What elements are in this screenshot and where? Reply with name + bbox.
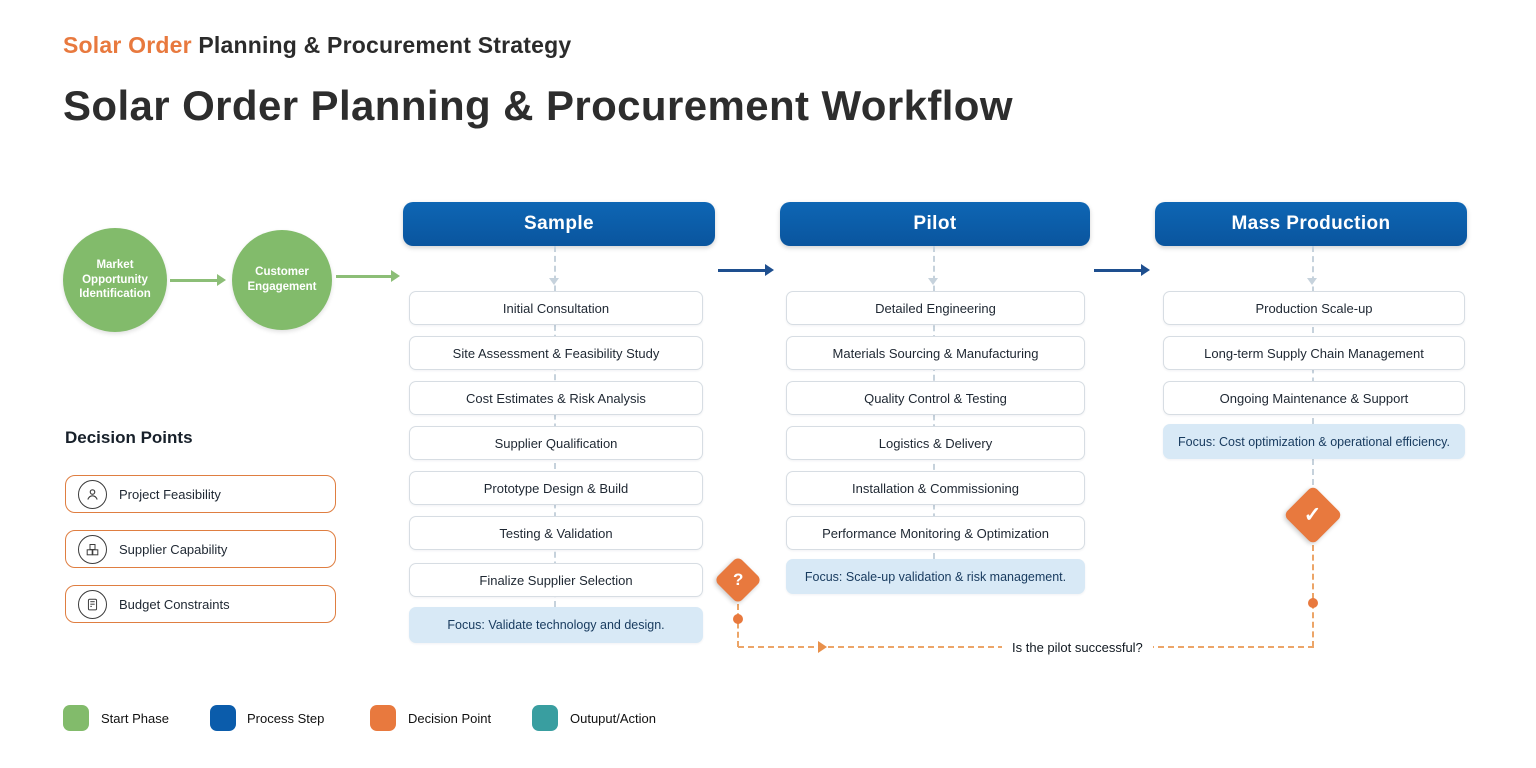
blue-connector-line	[718, 269, 766, 272]
focus-note-sample: Focus: Validate technology and design.	[409, 607, 703, 643]
start-node-label: Customer Engagement	[247, 266, 317, 293]
down-arrow-icon	[1307, 278, 1317, 285]
approval-diamond: ✓	[1283, 485, 1343, 545]
green-arrow-icon	[391, 270, 400, 282]
step-initial-consultation: Initial Consultation	[409, 291, 703, 325]
step-supply-chain-management: Long-term Supply Chain Management	[1163, 336, 1465, 370]
step-logistics-delivery: Logistics & Delivery	[786, 426, 1085, 460]
orange-arrow-icon	[818, 641, 827, 653]
decision-point-label: Supplier Capability	[119, 541, 228, 557]
step-testing-validation: Testing & Validation	[409, 516, 703, 550]
decision-point-label: Project Feasibility	[119, 486, 221, 502]
decision-point-supplier-capability: Supplier Capability	[65, 530, 336, 568]
mass-column-spine	[1312, 246, 1314, 424]
step-ongoing-maintenance: Ongoing Maintenance & Support	[1163, 381, 1465, 415]
legend-label-decision-point: Decision Point	[408, 711, 492, 726]
step-materials-sourcing: Materials Sourcing & Manufacturing	[786, 336, 1085, 370]
focus-note-mass-production: Focus: Cost optimization & operational e…	[1163, 424, 1465, 459]
step-production-scale-up: Production Scale-up	[1163, 291, 1465, 325]
legend-swatch-start-phase	[63, 705, 89, 731]
start-node-market-opportunity: Market Opportunity Identification	[63, 228, 167, 332]
blue-arrow-icon	[1141, 264, 1150, 276]
legend-swatch-output-action	[532, 705, 558, 731]
pilot-success-question: Is the pilot successful?	[1002, 638, 1153, 657]
green-arrow-icon	[217, 274, 226, 286]
down-arrow-icon	[549, 278, 559, 285]
question-icon: ?	[732, 569, 744, 589]
step-quality-control: Quality Control & Testing	[786, 381, 1085, 415]
decision-point-label: Budget Constraints	[119, 596, 230, 612]
legend-label-start-phase: Start Phase	[101, 711, 169, 726]
focus-note-pilot: Focus: Scale-up validation & risk manage…	[786, 559, 1085, 594]
page-title: Solar Order Planning & Procurement Workf…	[63, 82, 1013, 129]
question-decision-diamond: ?	[713, 555, 763, 605]
mass-to-diamond-connector	[1312, 459, 1314, 485]
calculator-icon	[78, 589, 107, 619]
phase-header-mass-production: Mass Production	[1155, 202, 1467, 246]
connector-dot	[1308, 598, 1318, 608]
legend-label-output-action: Outuput/Action	[570, 711, 656, 726]
connector-dot	[733, 614, 743, 624]
legend-swatch-process-step	[210, 705, 236, 731]
legend-label-process-step: Process Step	[247, 711, 325, 726]
brand-text: Solar Order	[63, 32, 192, 58]
packages-icon	[78, 534, 107, 564]
person-icon	[78, 479, 107, 509]
green-connector-line	[336, 275, 392, 278]
check-icon: ✓	[1304, 503, 1322, 527]
step-performance-monitoring: Performance Monitoring & Optimization	[786, 516, 1085, 550]
breadcrumb: Solar Order Planning & Procurement Strat…	[63, 32, 571, 59]
step-installation-commissioning: Installation & Commissioning	[786, 471, 1085, 505]
down-arrow-icon	[928, 278, 938, 285]
legend-swatch-decision-point	[370, 705, 396, 731]
step-cost-estimates: Cost Estimates & Risk Analysis	[409, 381, 703, 415]
phase-header-pilot: Pilot	[780, 202, 1090, 246]
decision-points-title: Decision Points	[65, 428, 193, 447]
step-prototype-design: Prototype Design & Build	[409, 471, 703, 505]
step-supplier-qualification: Supplier Qualification	[409, 426, 703, 460]
orange-connector-vertical	[737, 604, 739, 647]
decision-point-budget-constraints: Budget Constraints	[65, 585, 336, 623]
decision-point-project-feasibility: Project Feasibility	[65, 475, 336, 513]
step-site-assessment: Site Assessment & Feasibility Study	[409, 336, 703, 370]
green-connector-line	[170, 279, 218, 282]
brand-suffix-text: Planning & Procurement Strategy	[198, 32, 572, 58]
step-detailed-engineering: Detailed Engineering	[786, 291, 1085, 325]
blue-arrow-icon	[765, 264, 774, 276]
step-finalize-supplier: Finalize Supplier Selection	[409, 563, 703, 597]
blue-connector-line	[1094, 269, 1142, 272]
phase-header-sample: Sample	[403, 202, 715, 246]
orange-connector-vertical	[1312, 545, 1314, 647]
start-node-customer-engagement: Customer Engagement	[232, 230, 332, 330]
start-node-label: Market Opportunity Identification	[79, 258, 151, 301]
